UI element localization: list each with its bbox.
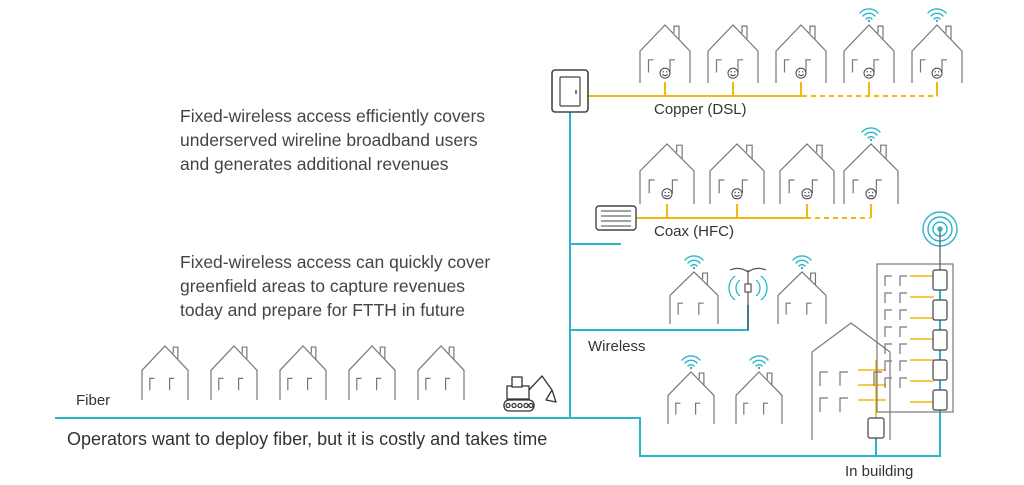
- building-distribution-box: [867, 417, 885, 439]
- house-icon: [775, 24, 827, 83]
- excavator-icon: [503, 375, 557, 412]
- fiber-wireless-branch: [570, 305, 749, 331]
- house-icon: [348, 345, 396, 400]
- wireless-label: Wireless: [588, 338, 646, 355]
- house-icon: [669, 271, 719, 324]
- house-icon: [911, 24, 963, 83]
- operators-fiber-text: Operators want to deploy fiber, but it i…: [67, 429, 548, 449]
- smiley-face-icon: [795, 67, 807, 79]
- floor-node-box: [932, 299, 948, 321]
- sad-face-icon: [863, 67, 875, 79]
- dsl-cabinet-door: [559, 76, 581, 107]
- house-icon: [667, 371, 715, 424]
- house-icon: [709, 143, 765, 204]
- fwa-underserved-line-3: and generates additional revenues: [180, 154, 449, 174]
- house-icon: [417, 345, 465, 400]
- fwa-greenfield-line-3: today and prepare for FTTH in future: [180, 300, 465, 320]
- fwa-underserved-line-1: Fixed-wireless access efficiently covers: [180, 106, 486, 126]
- fiber-label: Fiber: [76, 392, 111, 409]
- house-icon: [210, 345, 258, 400]
- in-building-label: In building: [845, 463, 914, 480]
- tower-building-icon: [876, 263, 954, 413]
- house-icon: [141, 345, 189, 400]
- house-icon: [279, 345, 327, 400]
- smiley-face-icon: [661, 188, 673, 200]
- floor-node-box: [932, 329, 948, 351]
- fwa-greenfield-line-2: greenfield areas to capture revenues: [180, 276, 466, 296]
- smiley-face-icon: [659, 67, 671, 79]
- sad-face-icon: [865, 188, 877, 200]
- house-icon: [777, 271, 827, 324]
- floor-node-box: [932, 359, 948, 381]
- street-light-small-cell-icon: [729, 267, 767, 330]
- dsl-cabinet-icon: [551, 69, 589, 113]
- smiley-face-icon: [731, 188, 743, 200]
- wifi-icon: [681, 355, 701, 370]
- floor-node-box: [932, 269, 948, 291]
- copper-dsl-label: Copper (DSL): [654, 101, 747, 118]
- fwa-underserved-line-2: underserved wireline broadband users: [180, 130, 478, 150]
- coax-node-icon: [595, 205, 637, 231]
- radio-waves-icon: [728, 275, 768, 301]
- wifi-icon: [861, 127, 881, 142]
- wifi-icon: [792, 255, 812, 270]
- house-icon: [639, 143, 695, 204]
- sad-face-icon: [931, 67, 943, 79]
- fwa-greenfield-text: Fixed-wireless access can quickly cover …: [180, 250, 490, 322]
- house-icon: [735, 371, 783, 424]
- fwa-greenfield-line-1: Fixed-wireless access can quickly cover: [180, 252, 491, 272]
- house-icon: [843, 24, 895, 83]
- equipment: [503, 69, 958, 439]
- apartment-building-icon: [811, 322, 891, 440]
- house-icon: [707, 24, 759, 83]
- wifi-icon: [749, 355, 769, 370]
- wifi-icon: [927, 8, 947, 23]
- smiley-face-icon: [801, 188, 813, 200]
- wifi-icon: [859, 8, 879, 23]
- house-icon: [779, 143, 835, 204]
- fwa-underserved-text: Fixed-wireless access efficiently covers…: [180, 104, 485, 176]
- house-icon: [639, 24, 691, 83]
- wifi-icon: [684, 255, 704, 270]
- houses: [141, 8, 963, 440]
- house-icon: [843, 143, 899, 204]
- smiley-face-icon: [727, 67, 739, 79]
- coax-hfc-label: Coax (HFC): [654, 223, 735, 240]
- floor-node-box: [932, 389, 948, 411]
